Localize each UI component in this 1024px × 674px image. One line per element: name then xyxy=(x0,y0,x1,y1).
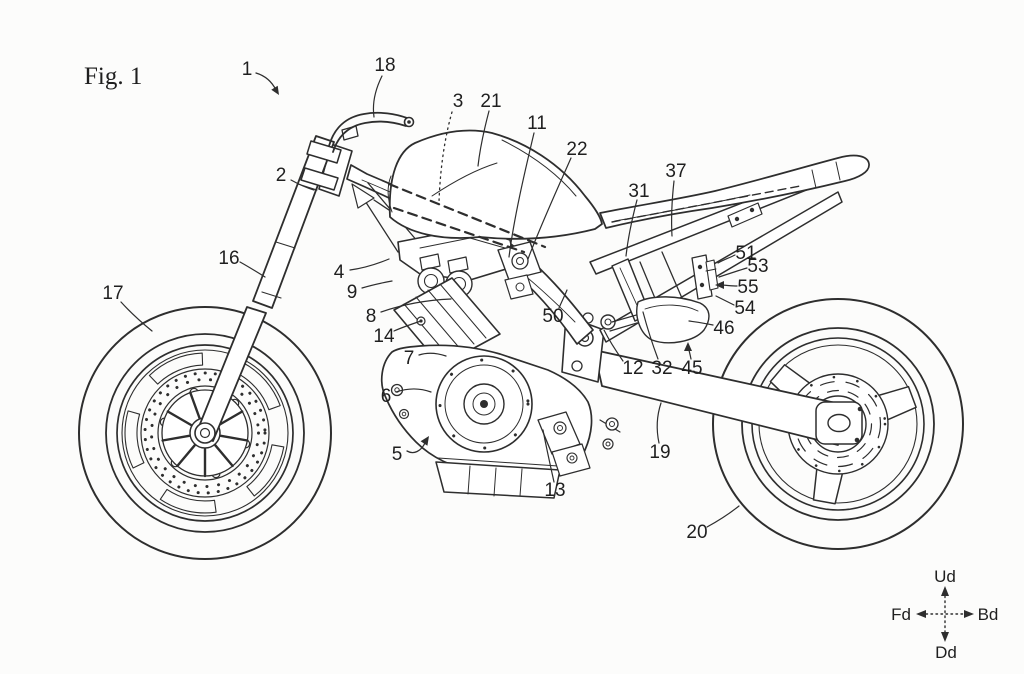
ref-numeral-53: 53 xyxy=(747,256,768,277)
ref-numeral-21: 21 xyxy=(480,91,501,112)
front-rim-slots xyxy=(124,352,285,514)
leader-line-13 xyxy=(542,429,555,483)
fork-slider xyxy=(195,306,267,442)
leader-line-46 xyxy=(688,320,714,326)
ref-numeral-19: 19 xyxy=(649,442,670,463)
leader-arrowhead-45 xyxy=(684,342,692,351)
ref-numeral-55: 55 xyxy=(737,277,758,298)
leader-line-4 xyxy=(349,258,390,271)
leader-line-11 xyxy=(508,132,535,258)
ref-numeral-45: 45 xyxy=(681,358,702,379)
ref-numeral-9: 9 xyxy=(347,282,358,303)
leader-line-21 xyxy=(477,110,490,167)
leader-line-53 xyxy=(718,267,748,278)
compass-axes xyxy=(925,595,965,633)
clutch-cover xyxy=(435,355,533,453)
ref-numeral-37: 37 xyxy=(665,161,686,182)
ref-numeral-46: 46 xyxy=(713,318,734,339)
engine-rear-brackets xyxy=(537,411,591,477)
ref-numeral-18: 18 xyxy=(374,55,395,76)
compass-label-front: Fd xyxy=(891,605,911,624)
leader-lines xyxy=(120,72,748,528)
leader-line-9 xyxy=(361,280,393,289)
rear-axle-block xyxy=(815,401,863,445)
compass-label-back: Bd xyxy=(978,605,999,624)
front-fork xyxy=(194,135,342,444)
leader-line-17 xyxy=(120,301,153,332)
oil-pan xyxy=(435,457,561,499)
leader-line-12 xyxy=(603,329,624,362)
ref-numeral-12: 12 xyxy=(622,358,643,379)
ref-numeral-1: 1 xyxy=(242,59,253,80)
reference-numerals: Fig. 1 1 2 3 4 5 6 7 8 9 11 12 13 14 16 … xyxy=(84,55,769,543)
leader-arrowhead-5 xyxy=(420,436,429,446)
leader-line-7 xyxy=(418,352,447,357)
compass-arrow-front xyxy=(916,610,926,618)
ref-numeral-8: 8 xyxy=(366,306,377,327)
exhaust-guard xyxy=(636,296,710,344)
rear-bracket-unit xyxy=(691,254,719,300)
ref-numeral-31: 31 xyxy=(628,181,649,202)
leader-line-51 xyxy=(717,254,736,264)
compass-arrow-down xyxy=(941,632,949,642)
ref-numeral-4: 4 xyxy=(334,262,345,283)
leader-arrowhead-1 xyxy=(271,85,279,95)
ref-numeral-17: 17 xyxy=(102,283,123,304)
ref-numeral-20: 20 xyxy=(686,522,707,543)
leader-line-1 xyxy=(255,72,277,91)
compass-arrow-up xyxy=(941,586,949,596)
ref-numeral-5: 5 xyxy=(392,444,403,465)
leader-line-18 xyxy=(372,75,383,118)
leader-line-3 xyxy=(438,111,453,203)
upper-triple-clamp xyxy=(306,140,342,164)
leader-line-5 xyxy=(406,442,426,454)
ref-numeral-50: 50 xyxy=(542,306,563,327)
fork-tube xyxy=(252,135,335,309)
leader-line-20 xyxy=(706,505,740,528)
leader-line-16 xyxy=(239,261,266,278)
leader-line-32 xyxy=(642,311,659,360)
leader-line-2 xyxy=(290,179,315,191)
ref-numeral-2: 2 xyxy=(276,165,287,186)
ref-numeral-16: 16 xyxy=(218,248,239,269)
leader-line-14 xyxy=(393,320,422,332)
leader-line-19 xyxy=(656,402,662,444)
swingarm xyxy=(593,349,863,446)
leader-line-6 xyxy=(395,388,432,393)
ref-numeral-14: 14 xyxy=(373,326,395,347)
figure-label: Fig. 1 xyxy=(84,63,142,90)
ref-numeral-13: 13 xyxy=(544,480,565,501)
leader-line-54 xyxy=(715,295,735,306)
compass-label-up: Ud xyxy=(934,567,956,586)
ref-numeral-7: 7 xyxy=(404,348,415,369)
footpeg-bracket xyxy=(599,417,621,450)
crankcase xyxy=(380,344,593,479)
direction-compass: Ud Dd Fd Bd xyxy=(891,567,998,662)
leader-line-50 xyxy=(558,289,568,309)
ref-numeral-11: 11 xyxy=(527,113,547,134)
ref-numeral-51: 51 xyxy=(735,243,756,264)
lower-triple-clamp xyxy=(300,167,339,191)
leader-line-8 xyxy=(380,298,452,313)
ref-numeral-54: 54 xyxy=(734,298,756,319)
ref-numeral-22: 22 xyxy=(566,139,587,160)
leader-arrowhead-55 xyxy=(715,281,724,289)
ref-numeral-3: 3 xyxy=(453,91,464,112)
ref-numeral-32: 32 xyxy=(651,358,672,379)
handlebar xyxy=(328,111,415,153)
leader-line-37 xyxy=(671,180,675,237)
leader-line-31 xyxy=(625,199,638,257)
compass-label-down: Dd xyxy=(935,643,957,662)
hidden-edge-dashes xyxy=(387,182,801,254)
ref-numeral-6: 6 xyxy=(381,386,392,407)
front-axle xyxy=(194,422,216,444)
compass-arrow-back xyxy=(964,610,974,618)
leader-line-22 xyxy=(527,157,572,260)
engine xyxy=(380,227,593,499)
